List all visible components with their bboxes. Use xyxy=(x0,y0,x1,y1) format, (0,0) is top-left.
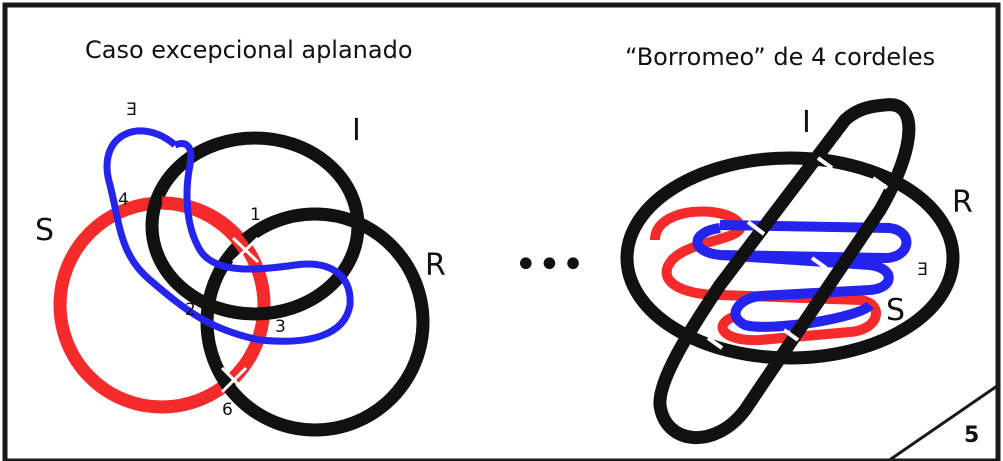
page-number: 5 xyxy=(964,423,979,448)
ring-i-right xyxy=(653,98,916,444)
ring-r-right xyxy=(620,151,960,365)
crossing-mark-6 xyxy=(220,366,248,394)
label-e-right: E xyxy=(917,260,928,280)
weave-gaps xyxy=(706,156,889,350)
crossing-label-1: 1 xyxy=(250,205,261,225)
crossing-mark-1 xyxy=(231,236,260,264)
label-r-left: R xyxy=(425,248,446,283)
crossing-label-4: 4 xyxy=(118,190,129,210)
ellipsis: ••• xyxy=(514,242,585,288)
right-panel: “Borromeo” de 4 cordeles I R E S xyxy=(620,43,973,444)
label-r-right: R xyxy=(952,185,973,220)
ring-s-red-over xyxy=(161,196,251,254)
label-s-left: S xyxy=(35,213,54,248)
crossing-label-6: 6 xyxy=(222,400,233,420)
right-title: “Borromeo” de 4 cordeles xyxy=(625,43,935,71)
label-i-right: I xyxy=(802,105,811,140)
label-i-left: I xyxy=(352,113,361,148)
crossing-label-3: 3 xyxy=(275,317,286,337)
label-s-right: S xyxy=(886,293,905,328)
label-e-left: E xyxy=(126,100,137,120)
cord-e-blue-right xyxy=(692,220,912,332)
left-panel: Caso excepcional aplanado I S R E 1 2 3 … xyxy=(35,36,446,437)
ring-i-black xyxy=(145,131,365,321)
left-title: Caso excepcional aplanado xyxy=(85,36,413,64)
crossing-label-2: 2 xyxy=(185,300,196,320)
cord-s-red xyxy=(650,206,881,346)
cord-e-blue xyxy=(103,127,354,345)
page-corner-line xyxy=(887,382,1001,461)
